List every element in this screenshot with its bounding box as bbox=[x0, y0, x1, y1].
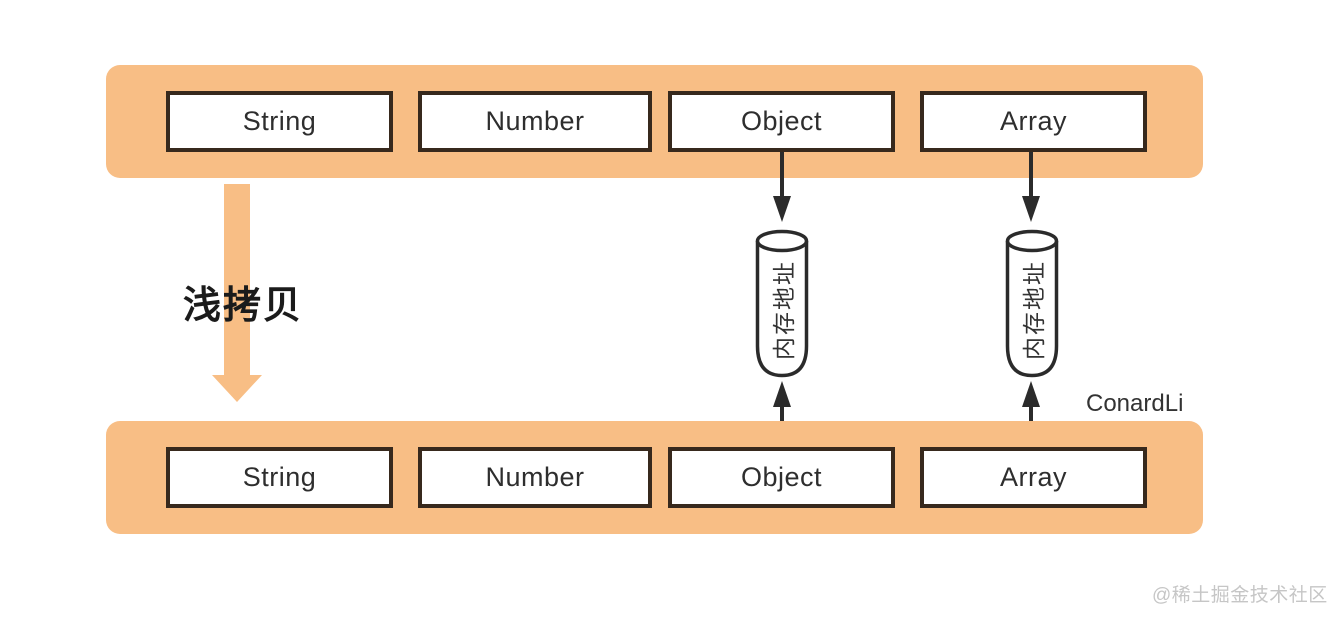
object-ref-arrow-down-head-icon bbox=[773, 196, 791, 222]
bottom-type-box-string: String bbox=[166, 447, 393, 508]
bottom-type-label-string: String bbox=[242, 462, 317, 492]
community-watermark: @稀土掘金技术社区 bbox=[1152, 585, 1328, 606]
copied-data-bar: String Number Object Array bbox=[106, 421, 1203, 534]
object-ref-arrow-down bbox=[780, 152, 784, 198]
bottom-type-label-array: Array bbox=[999, 462, 1067, 492]
author-watermark: ConardLi bbox=[1086, 390, 1184, 417]
top-type-box-string: String bbox=[166, 91, 393, 152]
shallow-copy-arrow bbox=[224, 184, 250, 376]
cylinder-shape-icon bbox=[1005, 229, 1059, 378]
memory-address-cylinder-array: 内存地址 bbox=[1004, 228, 1060, 379]
top-type-box-array: Array bbox=[920, 91, 1147, 152]
array-ref-arrow-up-head-icon bbox=[1022, 381, 1040, 407]
top-type-label-number: Number bbox=[485, 106, 585, 136]
top-type-label-array: Array bbox=[999, 106, 1067, 136]
memory-address-label: 内存地址 bbox=[771, 259, 797, 360]
array-ref-arrow-down bbox=[1029, 152, 1033, 198]
bottom-type-box-number: Number bbox=[418, 447, 652, 508]
shallow-copy-label: 浅拷贝 bbox=[183, 285, 304, 327]
bottom-type-label-number: Number bbox=[485, 462, 585, 492]
top-type-label-object: Object bbox=[740, 106, 823, 136]
top-type-box-object: Object bbox=[668, 91, 895, 152]
memory-address-cylinder-object: 内存地址 bbox=[754, 228, 810, 379]
shallow-copy-arrow-head-icon bbox=[212, 375, 262, 402]
bottom-type-box-object: Object bbox=[668, 447, 895, 508]
array-ref-arrow-down-head-icon bbox=[1022, 196, 1040, 222]
original-data-bar: String Number Object Array bbox=[106, 65, 1203, 178]
top-type-box-number: Number bbox=[418, 91, 652, 152]
memory-address-label: 内存地址 bbox=[1021, 259, 1047, 360]
cylinder-shape-icon bbox=[755, 229, 809, 378]
bottom-type-box-array: Array bbox=[920, 447, 1147, 508]
object-ref-arrow-up-head-icon bbox=[773, 381, 791, 407]
top-type-label-string: String bbox=[242, 106, 317, 136]
bottom-type-label-object: Object bbox=[740, 462, 823, 492]
